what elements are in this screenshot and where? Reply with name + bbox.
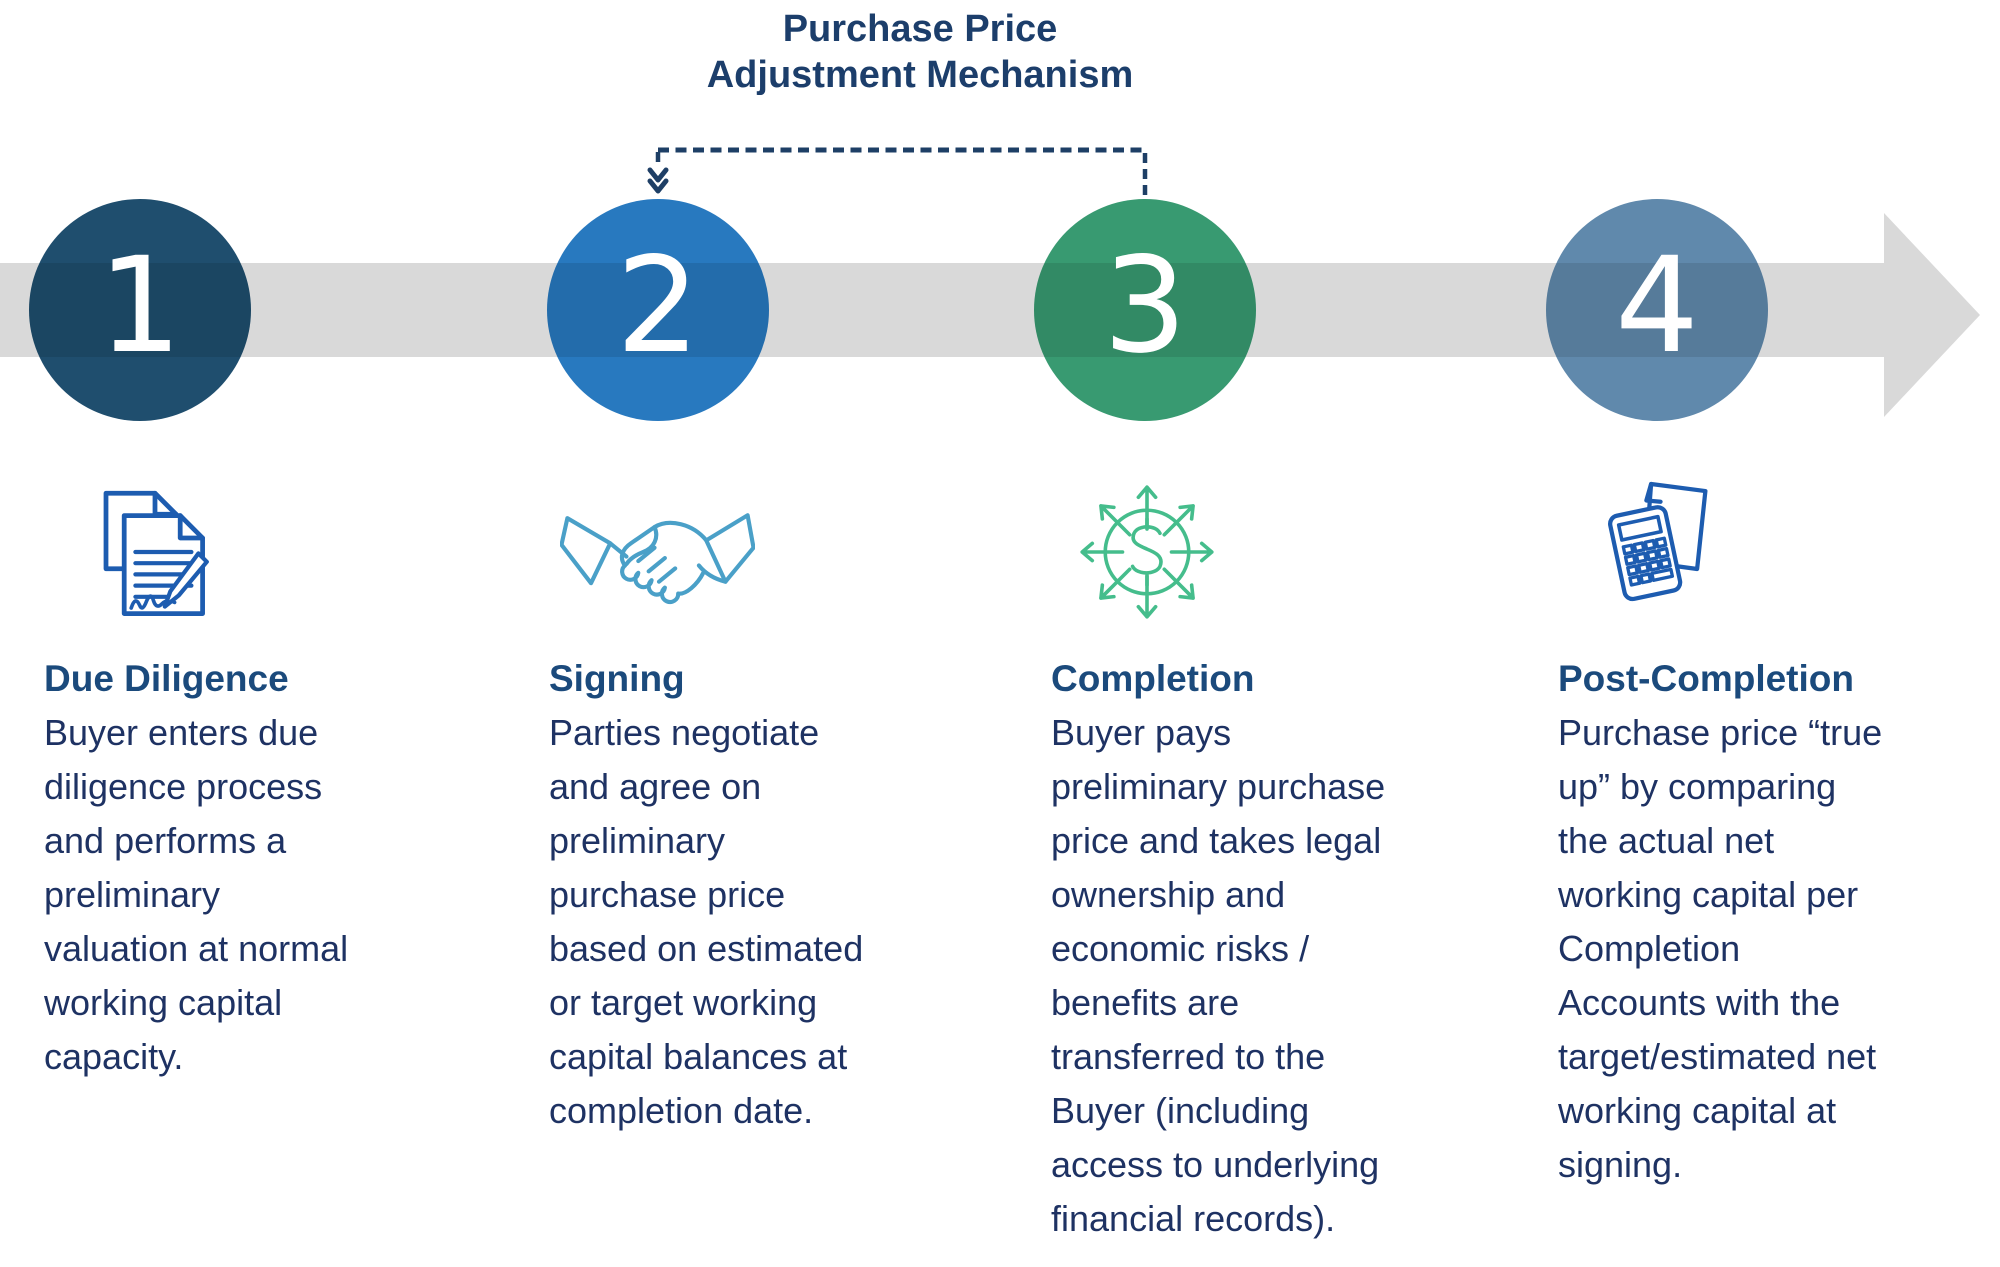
calculator-document-icon [1598,478,1716,608]
band-overlay [547,263,769,357]
step-circle-2: 2 [547,199,769,421]
money-distribution-icon [1075,480,1219,624]
step-number-2: 2 [616,229,700,383]
step-body-1: Buyer enters due diligence process and p… [44,712,349,1077]
step-body-3: Buyer pays preliminary purchase price an… [1051,712,1386,1239]
band-overlay [1546,263,1768,357]
page-title-line1: Purchase Price [782,8,1058,50]
step-text-2: Signing Parties negotiate and agree on p… [549,652,869,1138]
signed-documents-icon [78,482,218,622]
timeline-arrowhead [1884,213,1980,417]
step-heading-4: Post-Completion [1558,658,1854,699]
step-text-1: Due Diligence Buyer enters due diligence… [44,652,362,1084]
step-number-1: 1 [98,229,182,383]
step-body-2: Parties negotiate and agree on prelimina… [549,712,864,1131]
band-overlay [1034,263,1256,357]
step-text-4: Post-Completion Purchase price “true up”… [1558,652,1890,1192]
page-title-line2: Adjustment Mechanism [706,54,1134,96]
step-text-3: Completion Buyer pays preliminary purcha… [1051,652,1396,1246]
step-number-4: 4 [1615,229,1699,383]
step-circle-4: 4 [1546,199,1768,421]
step-circle-1: 1 [29,199,251,421]
step-circle-3: 3 [1034,199,1256,421]
band-overlay [29,263,251,357]
step-heading-2: Signing [549,658,685,699]
handshake-icon [560,498,755,627]
step-number-3: 3 [1103,229,1187,383]
arrow-down-icon [647,167,669,194]
step-body-4: Purchase price “true up” by comparing th… [1558,712,1883,1185]
step-heading-3: Completion [1051,658,1255,699]
adjustment-bracket [647,147,1148,196]
step-heading-1: Due Diligence [44,658,289,699]
page-title: Purchase Price Adjustment Mechanism [600,6,1240,98]
